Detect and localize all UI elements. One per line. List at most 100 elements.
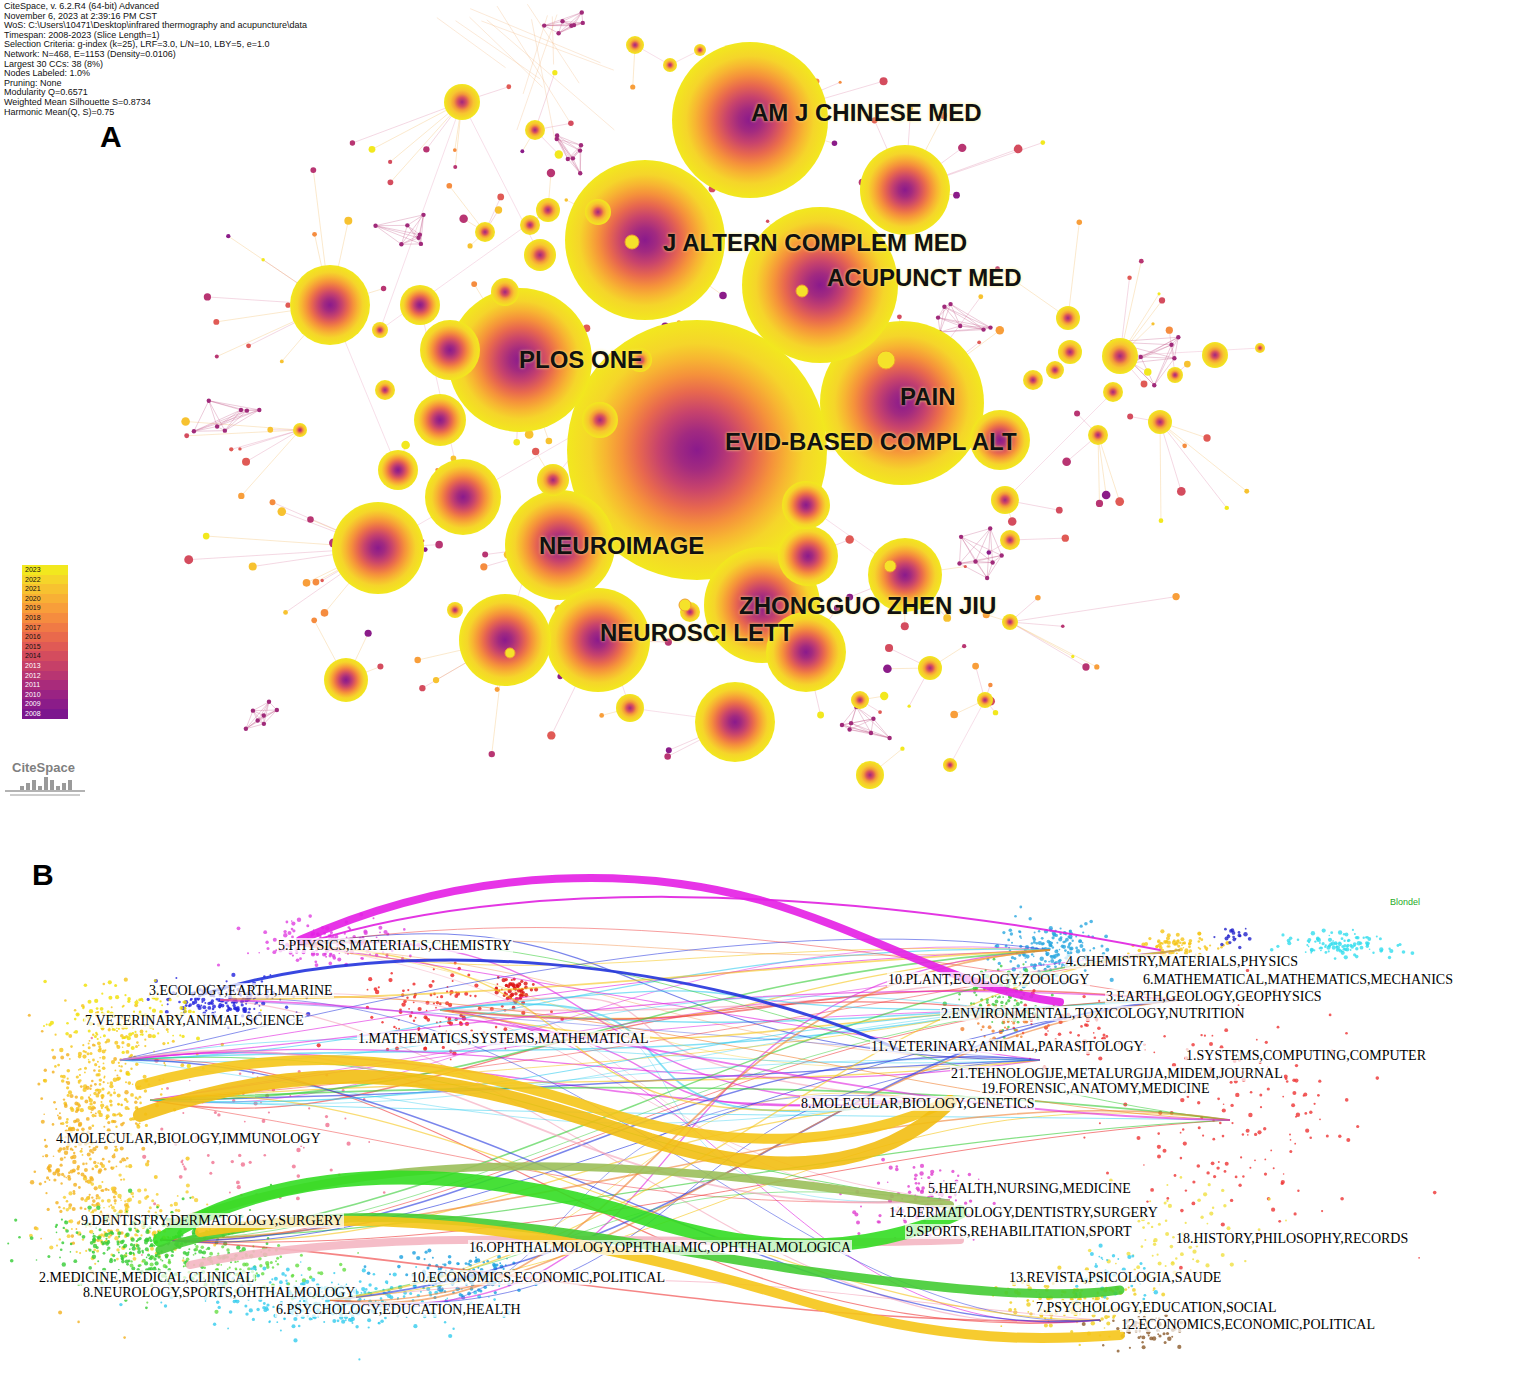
journal-dot [110,1103,113,1106]
journal-dot [44,1139,46,1141]
journal-dot [93,1249,96,1252]
logo-bar [44,777,48,790]
journal-dot [131,1238,135,1242]
mesh-dot [981,327,985,331]
journal-dot [74,1102,78,1106]
journal-dot [55,1226,57,1228]
network-dot [520,149,524,153]
journal-circle [420,320,480,380]
journal-dot [53,1155,55,1157]
journal-dot [103,1252,106,1255]
network-dot [213,319,219,325]
journal-dot [266,1242,269,1245]
network-link [1068,222,1079,318]
mesh-dot [581,21,585,25]
journal-dot [258,1257,262,1261]
network-dot [1184,361,1191,368]
journal-dot [87,1205,91,1209]
journal-dot [87,1153,91,1157]
journal-circle [447,602,463,618]
journal-dot [73,1259,77,1263]
journal-dot [106,1240,110,1244]
journal-dot [110,1258,113,1261]
journal-dot [95,1164,99,1168]
mesh-dot [1152,383,1156,387]
journal-circle [856,761,884,789]
network-link [1160,422,1227,508]
journal-dot [60,1248,63,1251]
journal-dot [357,1252,359,1254]
network-dot [203,533,210,540]
journal-dot [144,1188,147,1191]
journal-dot [120,1200,122,1202]
journal-dot [76,1251,78,1253]
journal-dot [47,1167,50,1170]
mesh-dot [542,23,546,27]
mesh-link [851,707,856,723]
journal-dot [103,1231,105,1233]
journal-dot [67,1094,70,1097]
journal-dot [275,1260,277,1262]
mesh-dot [988,526,992,530]
network-dot [1139,259,1144,264]
journal-dot [93,1161,96,1164]
journal-dot [94,1263,96,1265]
journal-dot [80,1108,84,1112]
journal-dot [46,1176,49,1179]
network-dot [1244,489,1249,494]
mesh-dot [580,10,584,14]
mesh-link [194,431,225,432]
mesh-dot [267,700,271,704]
journal-dot [93,1092,97,1096]
journal-dot [39,1182,42,1185]
network-dot [377,663,383,669]
journal-dot [80,1085,83,1088]
journal-dot [134,1101,137,1104]
network-dot [280,359,284,363]
journal-dot [120,1240,124,1244]
journal-dot [30,1236,34,1240]
logo-icon [5,777,85,795]
journal-dot [119,1114,122,1117]
journal-dot [207,1247,210,1250]
network-dot [229,447,233,451]
journal-dot [186,1184,190,1188]
journal-dot [261,1272,265,1276]
journal-dot [120,1123,124,1127]
journal-dot [70,1156,74,1160]
mesh-dot [373,223,377,227]
journal-dot [101,1101,103,1103]
journal-dot [107,1108,110,1111]
journal-dot [60,1075,63,1078]
journal-dot [295,1263,299,1267]
journal-dot [120,1179,122,1181]
journal-dot [98,1196,101,1199]
journal-dot [234,1261,236,1263]
mesh-dot [1172,356,1176,360]
journal-dot [119,1069,122,1072]
journal-dot [105,1107,107,1109]
journal-dot [180,1063,184,1067]
mesh-link [253,710,277,711]
journal-dot [85,1163,87,1165]
journal-dot [183,1257,185,1259]
journal-dot [73,1152,75,1154]
journal-dot [130,1093,134,1097]
journal-dot [57,1173,61,1177]
network-dot [303,579,311,587]
journal-dot [94,1186,98,1190]
network-dot [958,144,966,152]
journal-dot [57,1149,59,1151]
journal-dot [140,1030,144,1034]
mesh-link [961,528,990,536]
journal-dot [270,1261,273,1264]
network-link [1160,422,1161,521]
journal-dot [97,1162,99,1164]
journal-circle [400,285,440,325]
journal-dot [128,1164,132,1168]
network-dot [993,710,998,715]
network-dot [880,77,888,85]
mesh-dot [419,242,423,246]
journal-dot [300,1254,303,1257]
